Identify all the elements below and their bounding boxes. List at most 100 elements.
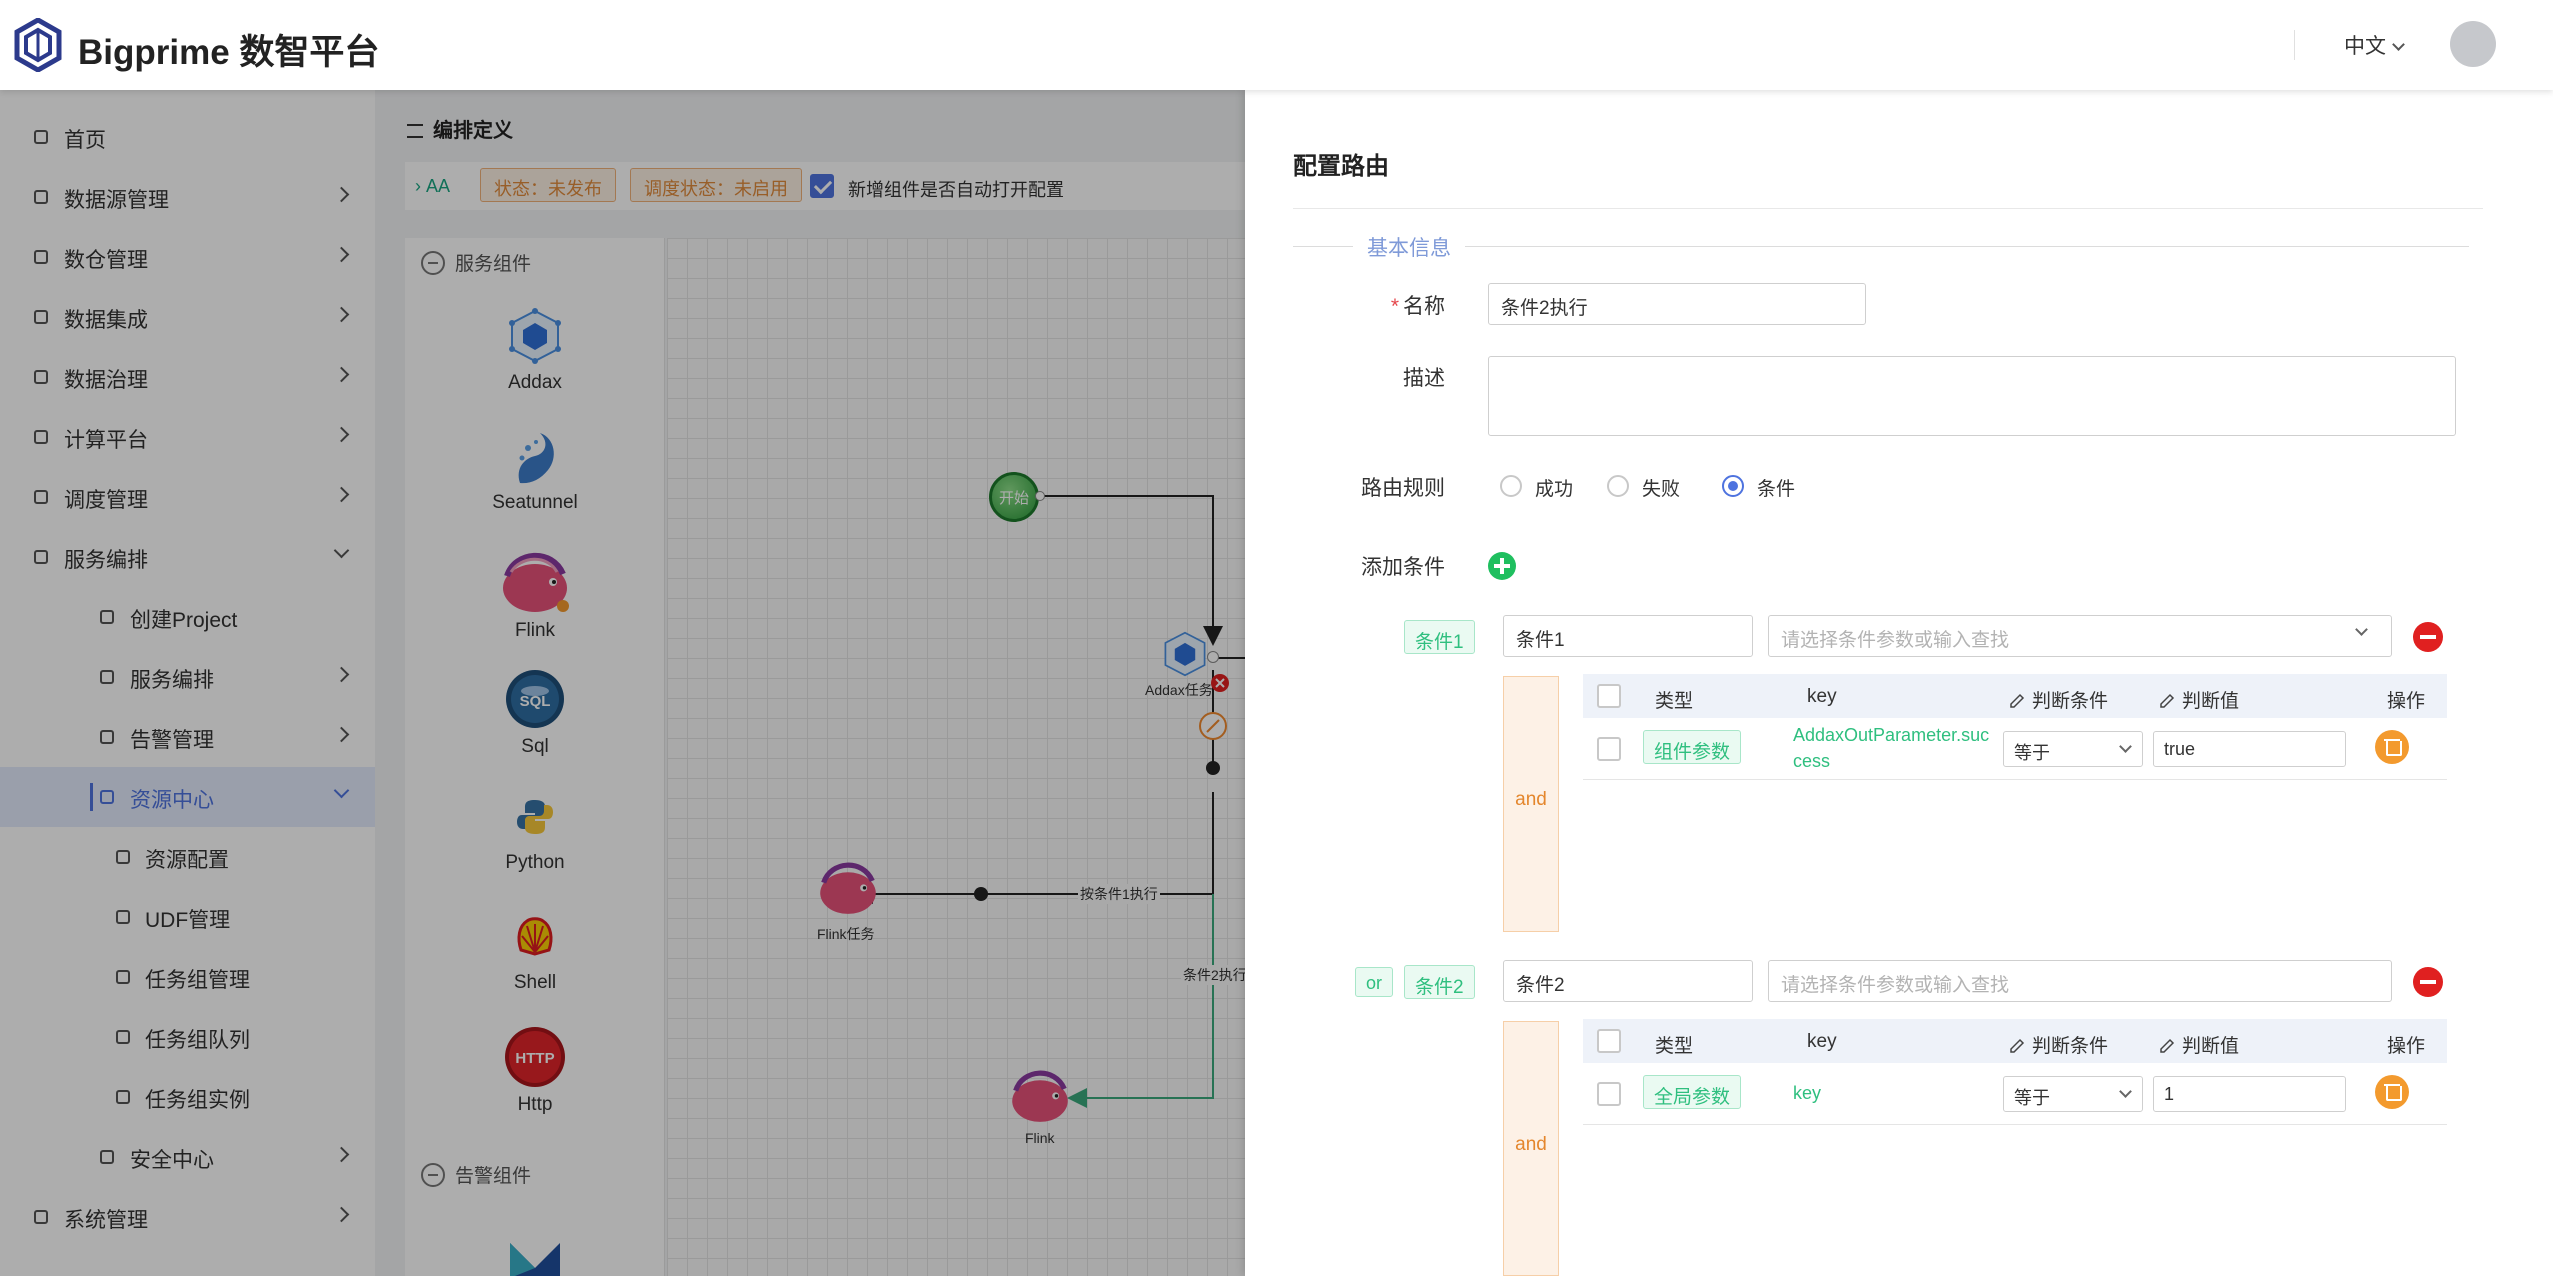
operator-select[interactable]: 等于	[2003, 731, 2143, 767]
edge-start-addax	[1019, 495, 1223, 646]
col-op: 操作	[2387, 1036, 2426, 1057]
delete-row-button[interactable]	[2375, 1075, 2409, 1109]
condition-name-input[interactable]: 条件1	[1503, 615, 1753, 657]
addax-node-label: Addax任务	[1145, 682, 1213, 698]
select-all-checkbox[interactable]	[1597, 684, 1621, 708]
alert-component-icon[interactable]	[505, 1238, 565, 1276]
edit-icon	[2010, 1038, 2025, 1053]
edge-label-condition1[interactable]: 按条件1执行	[1078, 884, 1160, 904]
select-all-checkbox[interactable]	[1597, 1029, 1621, 1053]
sidebar-item-0[interactable]: 首页	[0, 107, 375, 167]
remove-condition-button[interactable]	[2413, 967, 2443, 997]
avatar[interactable]	[2450, 21, 2496, 67]
start-node-label: 开始	[998, 490, 1029, 507]
rule-condition-radio[interactable]	[1722, 475, 1744, 497]
menu-icon	[407, 124, 423, 138]
header-divider	[2294, 30, 2295, 60]
delete-row-button[interactable]	[2375, 730, 2409, 764]
group-service[interactable]: 服务组件	[421, 246, 531, 276]
sidebar-item-label: 安全中心	[130, 1149, 214, 1172]
value-input[interactable]: 1	[2153, 1076, 2346, 1112]
col-judge: 判断条件	[2008, 1031, 2108, 1058]
sidebar-item-11[interactable]: 资源中心	[0, 767, 375, 827]
group-icon	[116, 970, 130, 984]
sidebar-item-5[interactable]: 计算平台	[0, 407, 375, 467]
sidebar-item-1[interactable]: 数据源管理	[0, 167, 375, 227]
governance-icon	[34, 370, 48, 384]
col-value: 判断值	[2158, 1031, 2239, 1058]
param-type-tag: 组件参数	[1643, 730, 1742, 764]
sidebar-item-16[interactable]: 任务组实例	[0, 1067, 375, 1127]
chart-icon	[34, 550, 48, 564]
condition-param-select[interactable]: 请选择条件参数或输入查找	[1768, 960, 2392, 1002]
sidebar-item-14[interactable]: 任务组管理	[0, 947, 375, 1007]
group-alert[interactable]: 告警组件	[421, 1158, 531, 1188]
flink-node-label: Flink	[1025, 1130, 1055, 1146]
sidebar-item-9[interactable]: 服务编排	[0, 647, 375, 707]
sidebar-item-4[interactable]: 数据治理	[0, 347, 375, 407]
edge-label-condition2[interactable]: 条件2执行	[1181, 965, 1249, 985]
sidebar-item-6[interactable]: 调度管理	[0, 467, 375, 527]
remove-condition-button[interactable]	[2413, 622, 2443, 652]
condition-param-select[interactable]: 请选择条件参数或输入查找	[1768, 615, 2392, 657]
flink-node-icon[interactable]	[1007, 1064, 1073, 1126]
list-icon	[100, 610, 114, 624]
component-palette: 服务组件 Addax Seatunnel	[405, 238, 665, 1276]
rule-label: 路由规则	[1361, 477, 1445, 500]
breadcrumb[interactable]: › AA	[415, 176, 451, 196]
sidebar-item-label: 任务组实例	[145, 1089, 250, 1112]
sidebar-item-label: 数仓管理	[64, 249, 148, 272]
component-label: Flink	[514, 620, 556, 641]
hexagon-logo-icon[interactable]	[14, 18, 62, 72]
sidebar-item-8[interactable]: 创建Project	[0, 587, 375, 647]
desc-label: 描述	[1403, 367, 1445, 390]
sidebar-item-15[interactable]: 任务组队列	[0, 1007, 375, 1067]
svg-text:SQL: SQL	[520, 693, 551, 710]
security-icon	[100, 1150, 114, 1164]
sidebar-item-label: 服务编排	[130, 669, 214, 692]
condition-name-input[interactable]: 条件2	[1503, 960, 1753, 1002]
logic-and-toggle[interactable]: and	[1503, 1021, 1559, 1276]
row-checkbox[interactable]	[1597, 1082, 1621, 1106]
condition-tag: 条件1	[1404, 620, 1475, 654]
sidebar-item-7[interactable]: 服务编排	[0, 527, 375, 587]
language-switcher[interactable]: 中文	[2344, 30, 2405, 60]
port[interactable]	[1035, 491, 1045, 501]
sidebar-item-13[interactable]: UDF管理	[0, 887, 375, 947]
route-config-drawer: 配置路由 基本信息 *名称 条件2执行 描述 路由规则 成功 失败 条件 添加条…	[1245, 90, 2553, 1276]
operator-select[interactable]: 等于	[2003, 1076, 2143, 1112]
sidebar-item-18[interactable]: 系统管理	[0, 1187, 375, 1247]
col-judge: 判断条件	[2008, 686, 2108, 713]
auto-open-label: 新增组件是否自动打开配置	[848, 180, 1064, 200]
sidebar-item-10[interactable]: 告警管理	[0, 707, 375, 767]
component-label: Shell	[513, 972, 557, 993]
row-checkbox[interactable]	[1597, 737, 1621, 761]
integration-icon	[34, 310, 48, 324]
active-indicator	[90, 783, 93, 811]
logic-and-toggle[interactable]: and	[1503, 676, 1559, 932]
sidebar-item-3[interactable]: 数据集成	[0, 287, 375, 347]
add-condition-button[interactable]	[1488, 552, 1516, 580]
modal-overlay[interactable]	[0, 90, 1245, 1276]
sidebar-item-17[interactable]: 安全中心	[0, 1127, 375, 1187]
name-input[interactable]: 条件2执行	[1488, 283, 1866, 325]
udf-icon	[116, 910, 130, 924]
rule-success-radio[interactable]	[1500, 475, 1522, 497]
rule-fail-radio[interactable]	[1607, 475, 1629, 497]
auto-open-checkbox[interactable]	[810, 174, 834, 198]
sidebar-item-label: 数据源管理	[64, 189, 169, 212]
sidebar-item-label: 创建Project	[130, 609, 238, 632]
divider	[1293, 208, 2483, 209]
name-label: *名称	[1390, 295, 1445, 318]
addax-node-icon[interactable]	[1162, 630, 1208, 678]
sidebar-item-12[interactable]: 资源配置	[0, 827, 375, 887]
desc-textarea[interactable]	[1488, 356, 2456, 436]
sidebar-item-2[interactable]: 数仓管理	[0, 227, 375, 287]
value-input[interactable]: true	[2153, 731, 2346, 767]
logic-or-tag[interactable]: or	[1355, 967, 1394, 997]
flink-task-node-icon[interactable]	[815, 856, 881, 918]
sidebar-item-label: 数据治理	[64, 369, 148, 392]
col-type: 类型	[1655, 691, 1694, 712]
port[interactable]	[1207, 651, 1219, 663]
sidebar-item-label: 任务组管理	[145, 969, 250, 992]
